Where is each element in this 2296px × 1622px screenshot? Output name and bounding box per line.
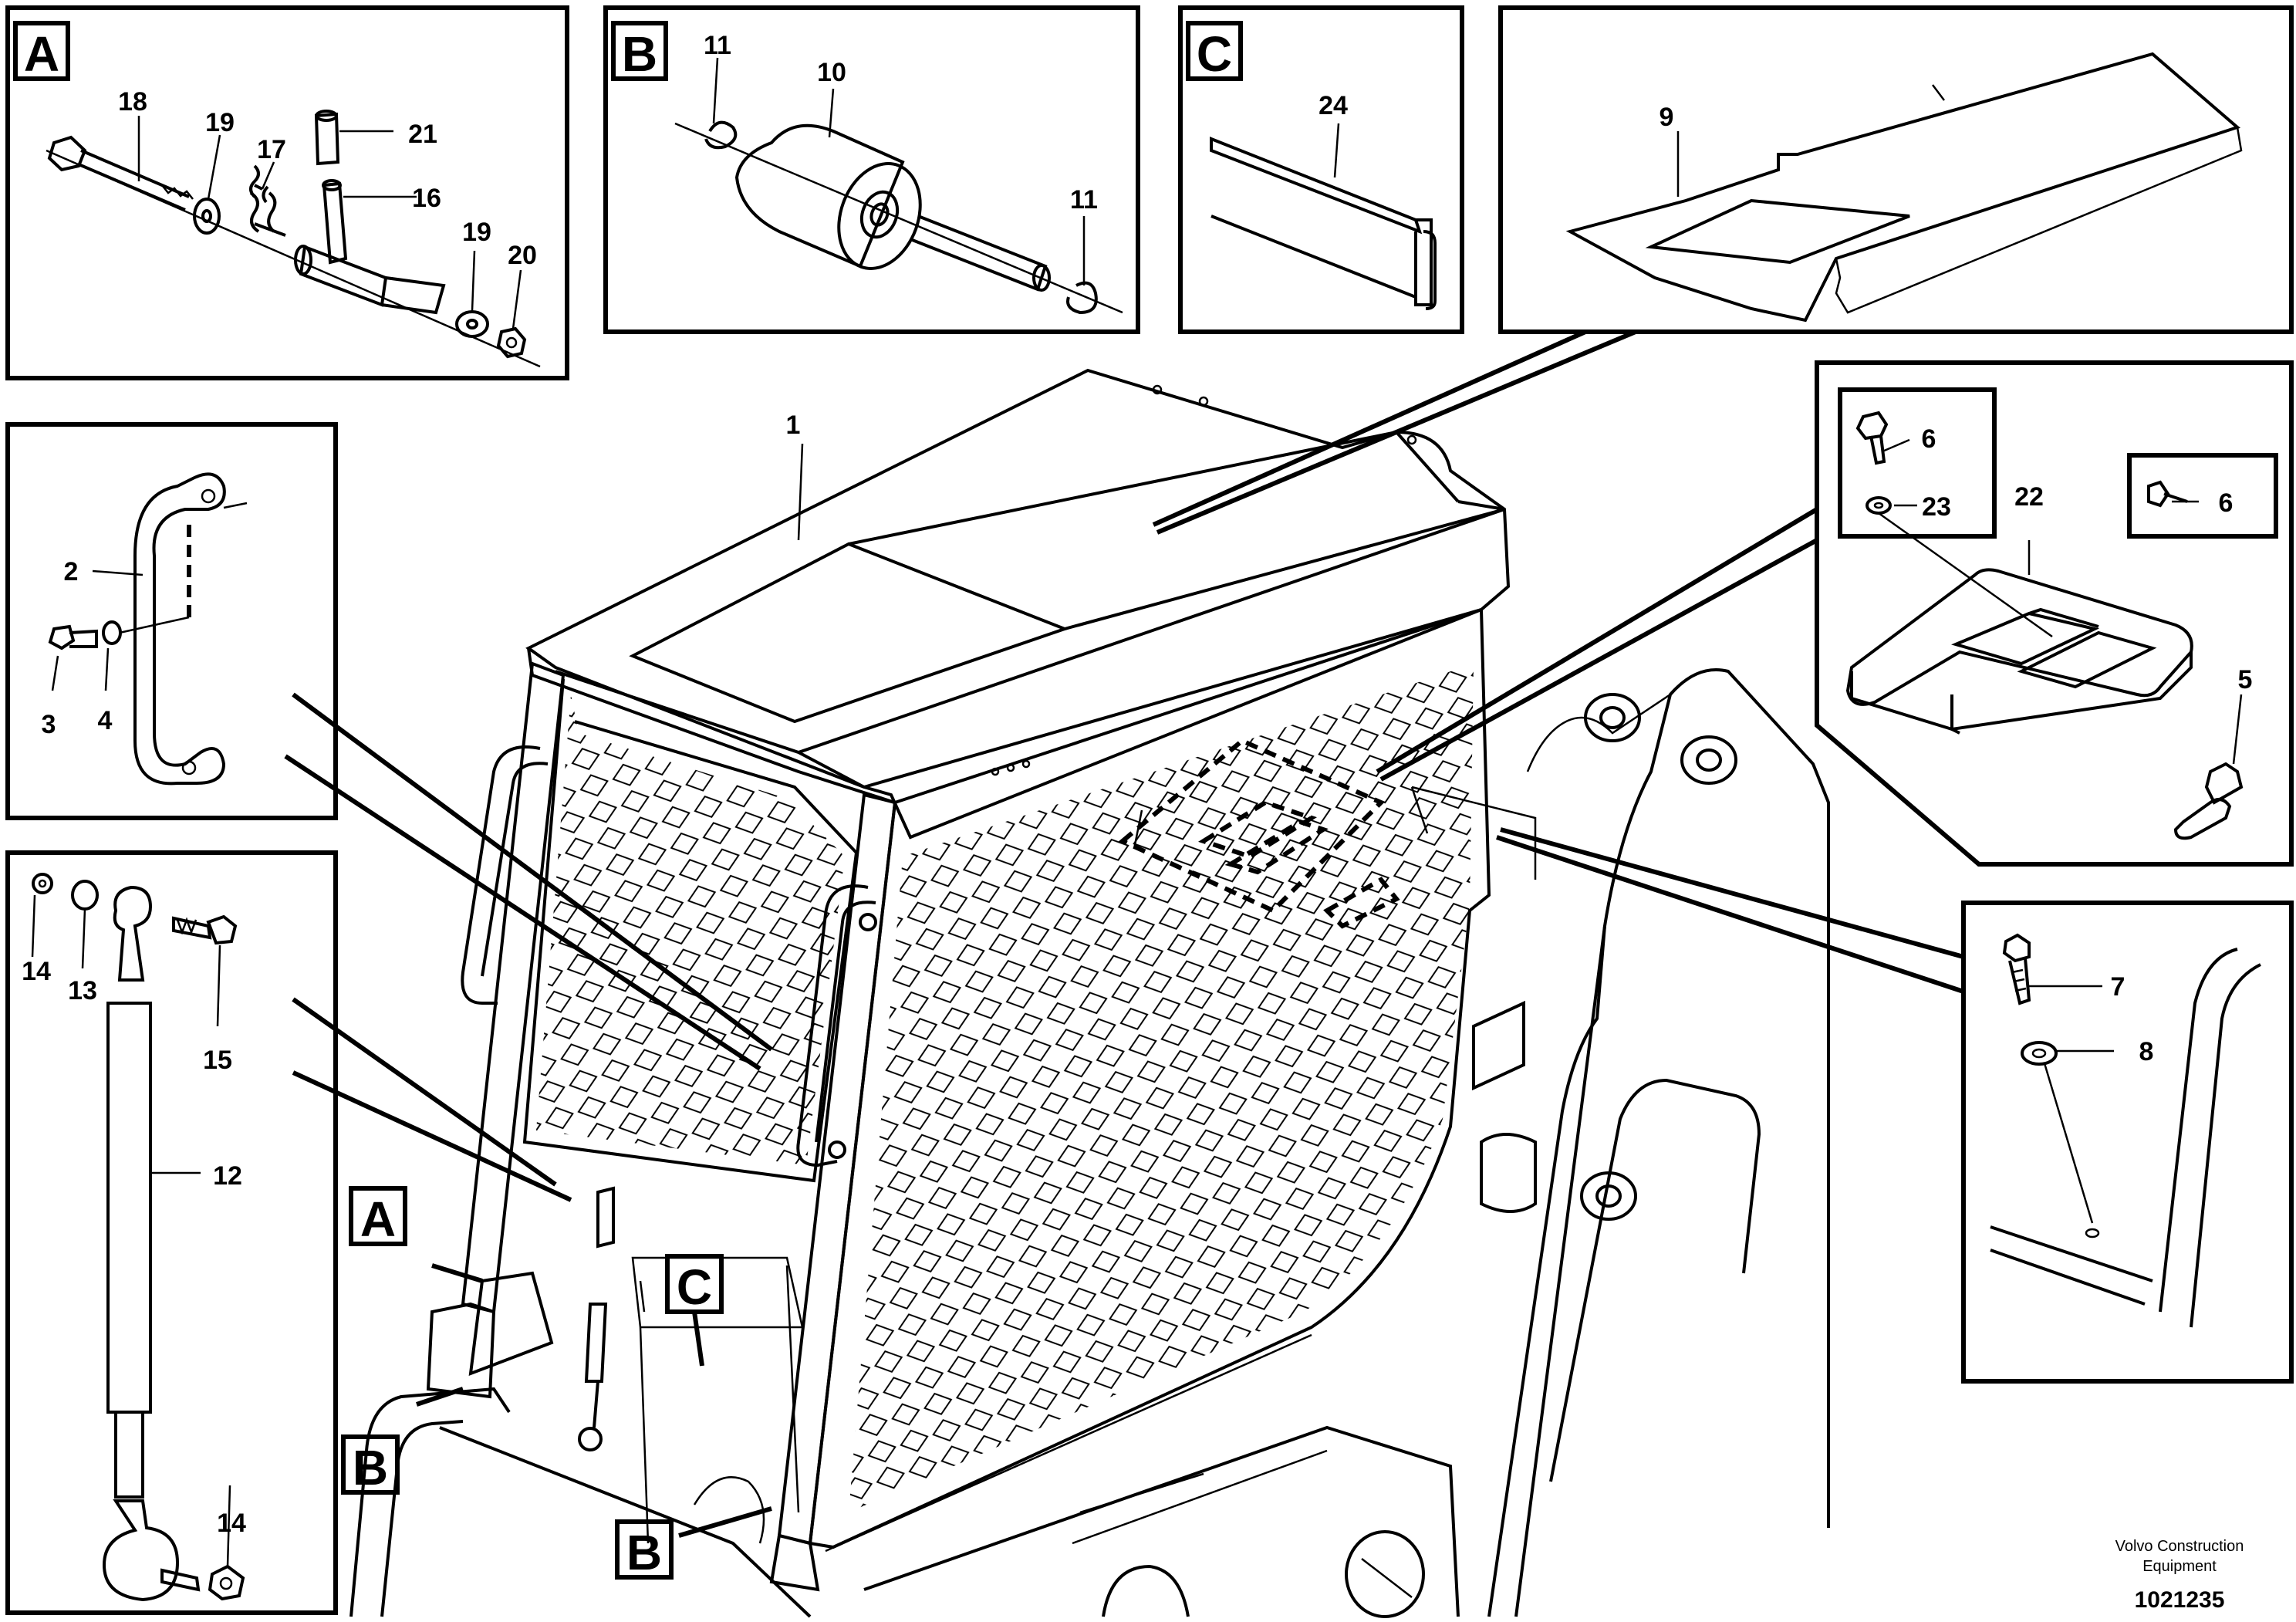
part-label: 19 [462,218,491,247]
detail-a-drawing [46,110,541,368]
detail-c-drawing [1210,123,1437,310]
detail-handle-drawing [48,472,248,786]
svg-text:A: A [24,26,59,82]
detail-panel-bolt [1961,901,2294,1384]
main-letter-b-box-left: B [341,1434,400,1495]
part-label: 5 [2238,665,2253,694]
detail-panel-seat-pad-inset-a [1838,387,1997,539]
part-label: 13 [68,976,97,1005]
part-label: 10 [817,58,846,87]
part-number-labels: 18 19 17 21 16 19 20 11 10 11 24 9 1 2 3… [22,31,2252,1538]
svg-text:A: A [360,1191,396,1247]
part-label: 4 [98,706,113,735]
company-name-line1: Volvo Construction [2115,1538,2244,1555]
main-letter-a-box: A [349,1186,407,1247]
svg-text:C: C [1197,26,1232,82]
part-label: 17 [257,135,286,164]
rear-screen-mesh [849,664,1474,1512]
svg-text:B: B [622,26,657,82]
detail-panel-gas-strut [5,850,338,1615]
part-label: 18 [118,87,147,117]
main-letter-c-box: C [665,1254,724,1315]
detail-panel-a [5,5,569,380]
part-label: 6 [2219,488,2234,518]
detail-b-drawing [674,57,1123,315]
company-name-line2: Equipment [2142,1558,2217,1575]
detail-letter-b-box: B [611,21,668,82]
main-letter-b-box-bottom: B [615,1519,674,1580]
part-label: 11 [1070,185,1098,215]
detail-panel-roof-liner [1498,5,2294,334]
part-label: 8 [2139,1037,2154,1066]
svg-text:B: B [353,1440,388,1495]
svg-text:B: B [626,1525,662,1580]
svg-text:C: C [677,1259,712,1315]
side-screen-mesh [536,694,845,1165]
part-label: 1 [786,411,801,440]
part-label: 22 [2014,482,2044,512]
detail-panel-b [603,5,1140,334]
part-label: 16 [412,184,441,213]
part-label: 12 [213,1161,242,1191]
detail-roof-liner-drawing [1565,52,2243,323]
part-label: 21 [408,120,437,149]
main-callout-leaders [416,443,804,1538]
part-label: 2 [64,557,79,586]
detail-gas-strut-drawing [31,873,245,1602]
main-cab-assembly [349,368,1830,1618]
part-label: 19 [205,108,235,137]
drawing-number: 1021235 [2135,1587,2225,1613]
detail-letter-c-box: C [1186,21,1243,82]
detail-seat-pad-drawing [1845,411,2244,840]
part-label: 15 [203,1046,232,1075]
part-label: 3 [42,710,56,739]
part-label: 9 [1660,103,1674,132]
part-label: 24 [1319,91,1348,120]
part-label: 6 [1922,424,1936,454]
detail-panel-handle [5,422,338,820]
part-label: 23 [1922,492,1951,522]
detail-panel-seat-pad [1815,360,2294,867]
detail-panel-c [1178,5,1464,334]
detail-letter-a-box: A [13,21,70,82]
detail-panel-seat-pad-inset-b [2127,453,2278,539]
part-label: 20 [508,241,537,270]
detail-bolt-drawing [1990,933,2261,1328]
part-label: 14 [217,1509,246,1538]
part-label: 11 [704,31,731,60]
part-label: 14 [22,957,51,986]
part-label: 7 [2111,972,2125,1002]
